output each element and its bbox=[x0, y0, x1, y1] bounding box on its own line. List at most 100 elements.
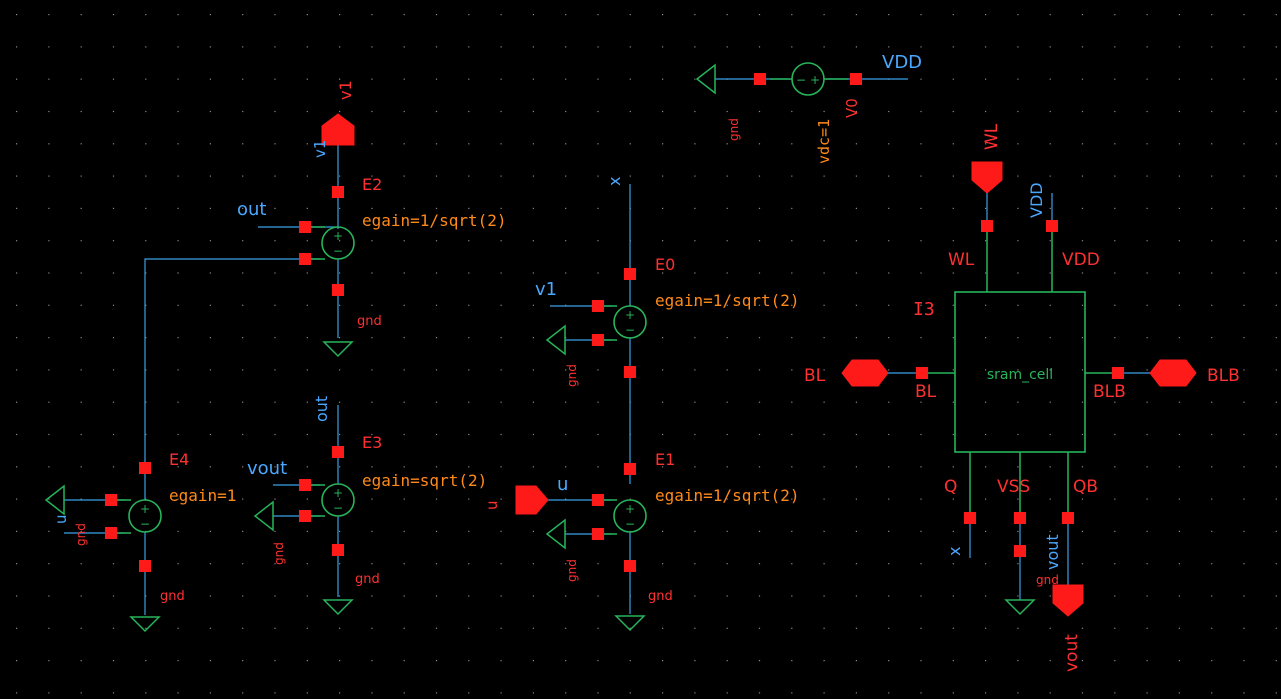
grid-dot bbox=[1211, 337, 1213, 339]
E1-terminal-top[interactable] bbox=[624, 463, 636, 475]
E2-gnd-symbol[interactable] bbox=[322, 341, 354, 358]
BL-pin[interactable] bbox=[841, 359, 889, 387]
E2-terminal-ctrl-minus[interactable] bbox=[299, 253, 311, 265]
V0-gnd-symbol[interactable] bbox=[695, 63, 716, 95]
E1-ctrl-gnd-symbol[interactable] bbox=[545, 518, 566, 550]
u-pin[interactable] bbox=[515, 485, 549, 515]
E4-terminal-ctrl-minus[interactable] bbox=[105, 527, 117, 539]
grid-dot bbox=[662, 498, 664, 500]
I3-terminal-VSS[interactable] bbox=[1014, 512, 1026, 524]
VDD-port-label: VDD bbox=[1062, 250, 1100, 270]
E1-gnd-symbol[interactable] bbox=[614, 615, 646, 632]
grid-dot bbox=[403, 175, 405, 177]
grid-dot bbox=[500, 369, 502, 371]
E3-body[interactable] bbox=[321, 483, 355, 517]
E4-ctrl-gnd-symbol[interactable] bbox=[44, 484, 65, 516]
sram-cell-I3[interactable]: sram_cell I3 WL WL VDD VDD BL BL BLB BLB bbox=[804, 123, 1240, 672]
grid-dot bbox=[177, 240, 179, 242]
E2-body[interactable] bbox=[321, 226, 355, 260]
E0-terminal-ctrl-plus[interactable] bbox=[592, 300, 604, 312]
grid-dot bbox=[888, 660, 890, 662]
E4-terminal-top[interactable] bbox=[139, 462, 151, 474]
E3-terminal-ctrl-minus[interactable] bbox=[299, 510, 311, 522]
E1-terminal-ctrl-plus[interactable] bbox=[592, 494, 604, 506]
v1-pin[interactable] bbox=[321, 113, 355, 146]
grid-dot bbox=[177, 175, 179, 177]
grid-dot bbox=[823, 14, 825, 16]
grid-dot bbox=[371, 175, 373, 177]
vcvs-E2[interactable]: + − E2 egain=1/sqrt(2) gnd out v1 v1 bbox=[144, 80, 507, 465]
E1-terminal-bottom[interactable] bbox=[624, 560, 636, 572]
V0-terminal-minus[interactable] bbox=[754, 73, 766, 85]
E2-terminal-top[interactable] bbox=[332, 186, 344, 198]
I3-terminal-Q[interactable] bbox=[964, 512, 976, 524]
E4-terminal-ctrl-plus[interactable] bbox=[105, 494, 117, 506]
vcvs-E3[interactable]: + − E3 egain=sqrt(2) gnd out vout gnd bbox=[247, 396, 487, 616]
grid-dot bbox=[823, 563, 825, 565]
E2-terminal-ctrl-plus[interactable] bbox=[299, 221, 311, 233]
E0-terminal-bottom[interactable] bbox=[624, 366, 636, 378]
E0-terminal-top[interactable] bbox=[624, 268, 636, 280]
grid-dot bbox=[1243, 466, 1245, 468]
vout-pin[interactable] bbox=[1052, 584, 1084, 617]
E4-terminal-bottom[interactable] bbox=[139, 560, 151, 572]
grid-dot bbox=[80, 530, 82, 532]
BLB-pin[interactable] bbox=[1149, 359, 1197, 387]
grid-dot bbox=[920, 433, 922, 436]
grid-dot bbox=[1275, 401, 1277, 403]
E3-terminal-ctrl-plus[interactable] bbox=[299, 479, 311, 491]
grid-dot bbox=[242, 401, 244, 403]
E0-terminal-ctrl-minus[interactable] bbox=[592, 334, 604, 346]
E3-minus-sign: − bbox=[333, 501, 343, 515]
grid-dot bbox=[242, 110, 244, 113]
grid-dot bbox=[500, 110, 502, 113]
grid-dot bbox=[565, 143, 567, 145]
I3-terminal-QB[interactable] bbox=[1062, 512, 1074, 524]
E3-gnd-symbol[interactable] bbox=[322, 599, 354, 616]
vcvs-E1[interactable]: + − E1 egain=1/sqrt(2) gnd gnd u u bbox=[483, 450, 800, 632]
E1-body[interactable] bbox=[613, 499, 647, 533]
grid-dot bbox=[468, 433, 470, 436]
E3-terminal-bottom[interactable] bbox=[332, 544, 344, 556]
E3-terminal-top[interactable] bbox=[332, 446, 344, 458]
grid-dot bbox=[145, 207, 147, 209]
V0-body[interactable] bbox=[791, 62, 825, 96]
grid-dot bbox=[306, 272, 308, 274]
VSS-gnd-symbol[interactable] bbox=[1004, 599, 1036, 616]
grid-dot bbox=[16, 563, 18, 565]
grid-dot bbox=[855, 143, 857, 145]
grid-dot bbox=[758, 304, 761, 306]
grid-dot bbox=[532, 14, 534, 16]
wire-E2-ctrl-to-E4[interactable] bbox=[144, 258, 320, 465]
E2-terminal-bottom[interactable] bbox=[332, 284, 344, 296]
I3-terminal-BLB[interactable] bbox=[1112, 367, 1124, 379]
E2-plus-sign: + bbox=[333, 229, 343, 243]
grid-dot bbox=[145, 498, 147, 500]
vcvs-E4[interactable]: + − E4 egain=1 gnd gnd u bbox=[44, 450, 236, 633]
grid-dot bbox=[306, 530, 308, 532]
E4-body[interactable] bbox=[128, 499, 162, 533]
grid-dot bbox=[500, 337, 502, 339]
V0-terminal-plus[interactable] bbox=[850, 73, 862, 85]
vcvs-E0[interactable]: + − E0 egain=1/sqrt(2) v1 gnd x bbox=[535, 177, 800, 484]
grid-dot bbox=[888, 498, 890, 500]
E3-ctrl-gnd-label: gnd bbox=[272, 542, 286, 565]
grid-dot bbox=[1146, 337, 1148, 339]
I3-terminal-WL[interactable] bbox=[981, 220, 993, 232]
grid-dot bbox=[403, 369, 405, 371]
E1-terminal-ctrl-minus[interactable] bbox=[592, 528, 604, 540]
grid-dot bbox=[371, 563, 373, 565]
grid-dot bbox=[209, 563, 211, 565]
VSS-gnd-terminal[interactable] bbox=[1014, 545, 1026, 557]
E0-ctrl-gnd-symbol[interactable] bbox=[545, 324, 566, 356]
E0-body[interactable] bbox=[613, 305, 647, 339]
WL-pin[interactable] bbox=[971, 161, 1003, 194]
grid-dot bbox=[306, 337, 308, 339]
E4-gnd-symbol[interactable] bbox=[129, 616, 161, 633]
grid-dot bbox=[1017, 660, 1019, 662]
I3-terminal-BL[interactable] bbox=[916, 367, 928, 379]
dc-source-V0[interactable]: − + gnd vdc=1 V0 VDD bbox=[695, 52, 922, 164]
E3-ctrl-gnd-symbol[interactable] bbox=[253, 500, 274, 532]
I3-terminal-VDD[interactable] bbox=[1046, 220, 1058, 232]
